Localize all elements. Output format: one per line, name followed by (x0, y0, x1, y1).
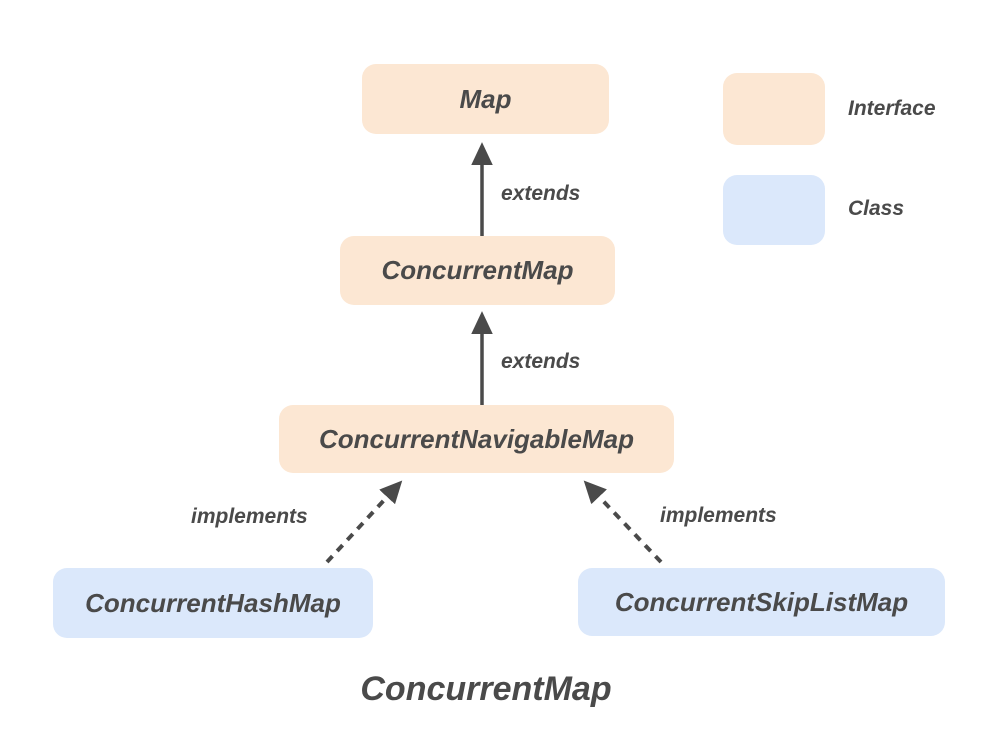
edge-label-extends-bottom: extends (501, 350, 581, 373)
node-concurrentskiplistmap-class: ConcurrentSkipListMap (578, 568, 945, 636)
edge-implements-concurrentskiplistmap-to-concurrentnavigablemap (583, 480, 663, 564)
legend-class-swatch (723, 175, 825, 245)
diagram-caption: ConcurrentMap (360, 670, 612, 708)
edge-label-implements-right: implements (660, 504, 777, 527)
legend-interface-swatch (723, 73, 825, 145)
node-label: ConcurrentNavigableMap (319, 423, 634, 454)
edge-label-implements-left: implements (191, 505, 308, 528)
node-map-interface: Map (362, 64, 609, 134)
legend-class-label: Class (848, 197, 905, 220)
node-concurrenthashmap-class: ConcurrentHashMap (53, 568, 373, 638)
legend-interface-label: Interface (848, 97, 936, 120)
node-label: ConcurrentHashMap (85, 587, 341, 618)
node-label: Map (459, 83, 512, 114)
edge-label-extends-top: extends (501, 182, 581, 205)
node-label: ConcurrentSkipListMap (614, 586, 909, 617)
edge-implements-concurrenthashmap-to-concurrentnavigablemap (325, 480, 403, 564)
node-label: ConcurrentMap (381, 255, 574, 285)
node-concurrentmap-interface: ConcurrentMap (340, 236, 615, 305)
node-concurrentnavigablemap-interface: ConcurrentNavigableMap (279, 405, 674, 473)
